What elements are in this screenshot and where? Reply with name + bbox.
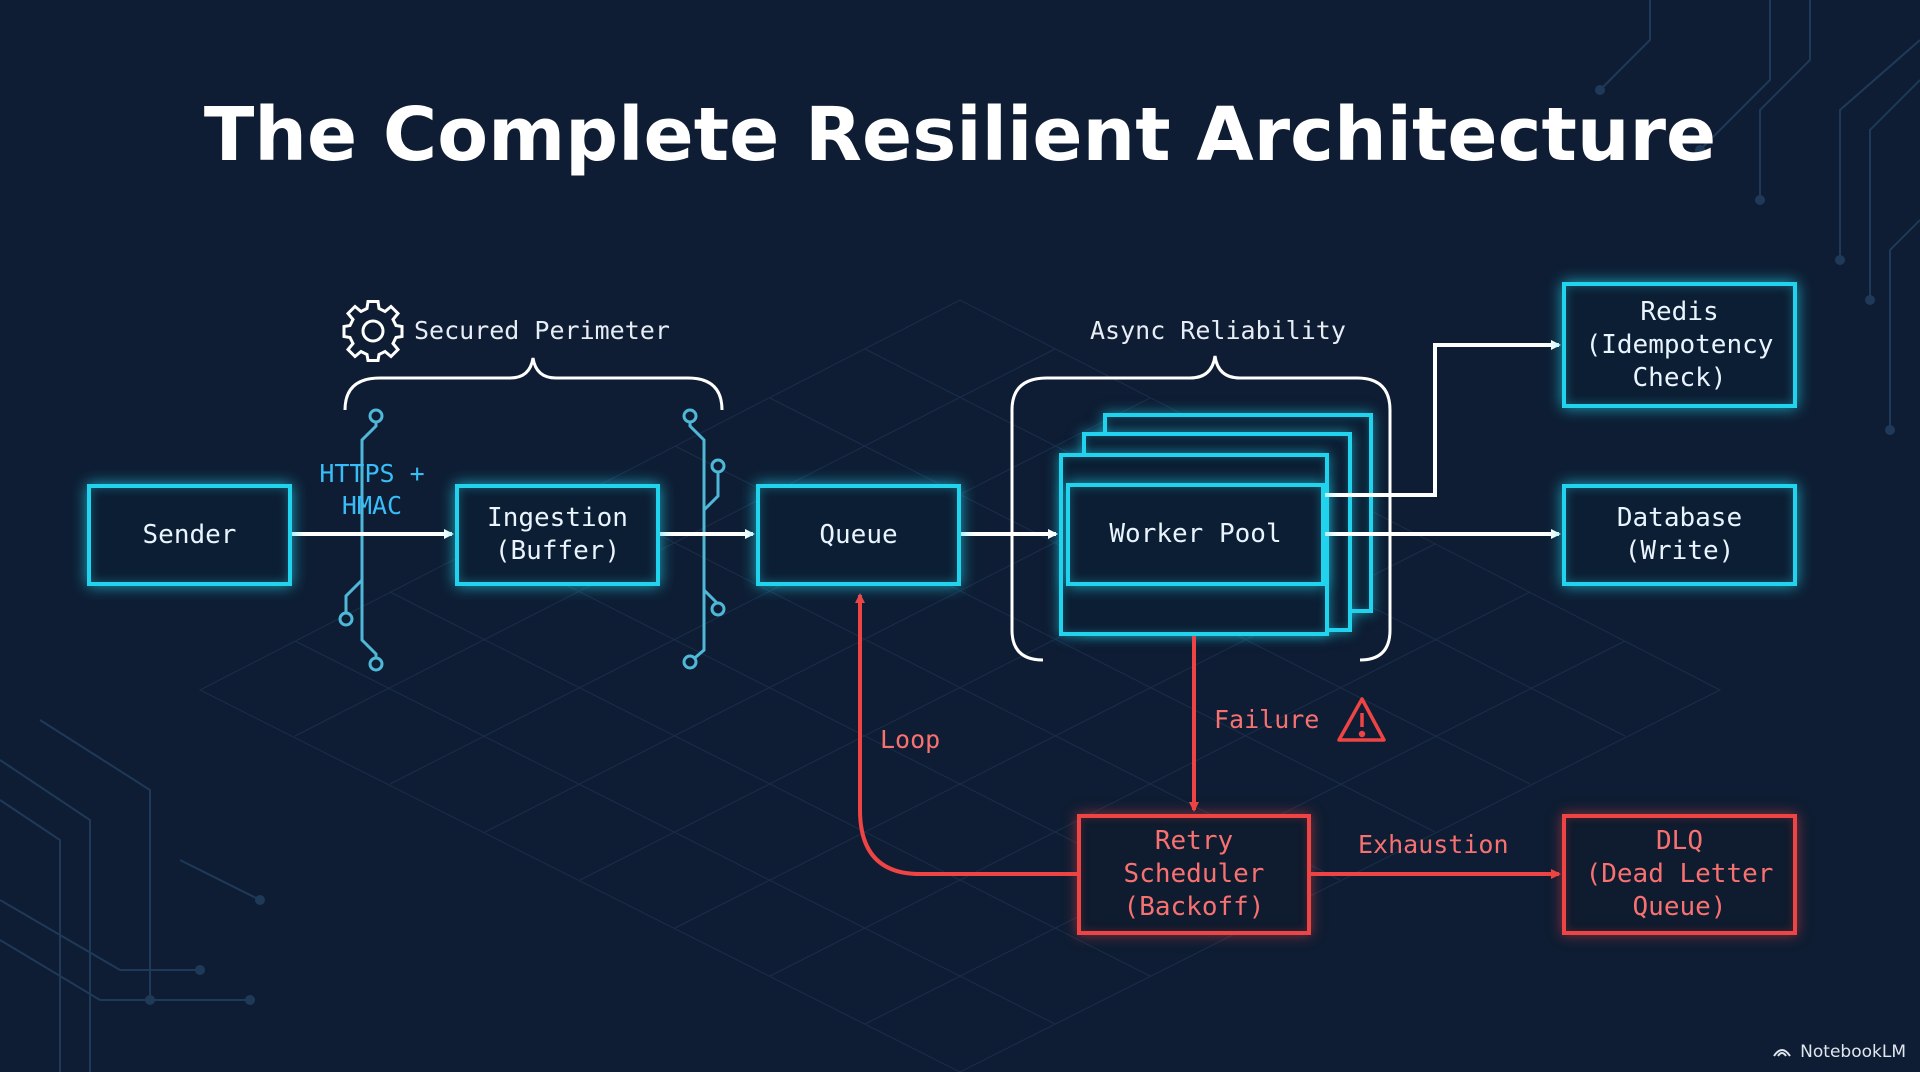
redis-node: Redis (Idempotency Check) (1562, 282, 1797, 408)
sender-node: Sender (87, 484, 292, 586)
dlq-text-3: Queue) (1632, 892, 1727, 922)
retry-text-3: (Backoff) (1123, 892, 1265, 922)
retry-text-1: Retry (1154, 826, 1234, 856)
dlq-text-1: DLQ (1656, 826, 1703, 856)
warning-icon (1337, 697, 1386, 742)
flow-arrows (292, 340, 1561, 539)
exhaustion-label: Exhaustion (1358, 830, 1509, 859)
queue-node: Queue (756, 484, 961, 586)
retry-text-2: Scheduler (1123, 859, 1265, 889)
notebooklm-logo-icon (1773, 1049, 1791, 1057)
sender-text: Sender (142, 519, 237, 550)
https-hmac-label: HTTPS + HMAC (312, 458, 432, 522)
worker-pool-node: Worker Pool (1066, 483, 1325, 586)
retry-scheduler-node: Retry Scheduler (Backoff) (1077, 814, 1311, 935)
redis-text-1: Redis (1640, 296, 1719, 327)
async-reliability-brace (1010, 355, 1392, 662)
secured-perimeter-brace (343, 357, 724, 411)
brand-watermark: NotebookLM (1800, 1042, 1906, 1062)
https-hmac-line-2: HMAC (341, 491, 403, 520)
dlq-node: DLQ (Dead Letter Queue) (1562, 814, 1797, 935)
async-reliability-label: Async Reliability (1090, 316, 1346, 345)
gear-icon (342, 300, 404, 362)
queue-text: Queue (819, 519, 898, 550)
database-text-2: (Write) (1624, 536, 1735, 566)
dlq-text-2: (Dead Letter (1585, 859, 1774, 889)
loop-label: Loop (880, 725, 941, 754)
ingestion-node: Ingestion (Buffer) (455, 484, 660, 586)
page-title: The Complete Resilient Architecture (203, 92, 1717, 178)
redis-text-2: (Idempotency (1585, 329, 1774, 360)
failure-label: Failure (1214, 705, 1320, 734)
ingestion-text-1: Ingestion (487, 503, 628, 533)
ingestion-text-2: (Buffer) (494, 536, 621, 566)
database-text-1: Database (1616, 503, 1743, 533)
database-node: Database (Write) (1562, 484, 1797, 586)
https-hmac-line-1: HTTPS + (319, 459, 425, 488)
redis-text-3: Check) (1632, 362, 1727, 393)
failure-arrows (855, 593, 1561, 879)
worker-pool-text: Worker Pool (1109, 519, 1282, 549)
secured-perimeter-label: Secured Perimeter (414, 316, 670, 345)
